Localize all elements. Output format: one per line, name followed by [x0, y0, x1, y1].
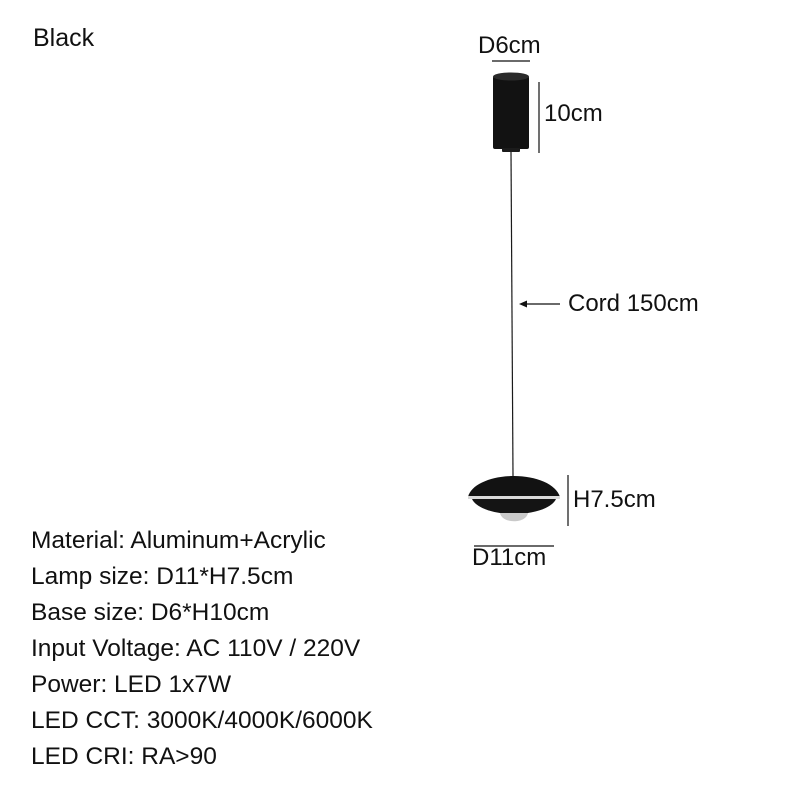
spec-input-voltage: Input Voltage: AC 110V / 220V: [31, 635, 361, 662]
cord-arrow: [519, 300, 560, 308]
color-label: Black: [33, 24, 95, 52]
lamp-height-label: H7.5cm: [573, 486, 656, 513]
spec-power: Power: LED 1x7W: [31, 671, 232, 698]
cord-line: [510, 151, 514, 477]
spec-list: Material: Aluminum+Acrylic Lamp size: D1…: [31, 523, 373, 775]
spec-led-cct: LED CCT: 3000K/4000K/6000K: [31, 707, 373, 734]
lamp-diameter-label: D11cm: [472, 544, 547, 571]
spec-lamp-size: Lamp size: D11*H7.5cm: [31, 563, 294, 590]
spec-material: Material: Aluminum+Acrylic: [31, 527, 326, 554]
lamp-head: [468, 476, 560, 522]
base-diameter-label: D6cm: [478, 32, 541, 59]
spec-base-size: Base size: D6*H10cm: [31, 599, 270, 626]
cord-length-label: Cord 150cm: [568, 290, 699, 317]
base-height-label: 10cm: [544, 100, 603, 127]
base-canopy: [493, 72, 529, 152]
spec-led-cri: LED CRI: RA>90: [31, 743, 217, 770]
